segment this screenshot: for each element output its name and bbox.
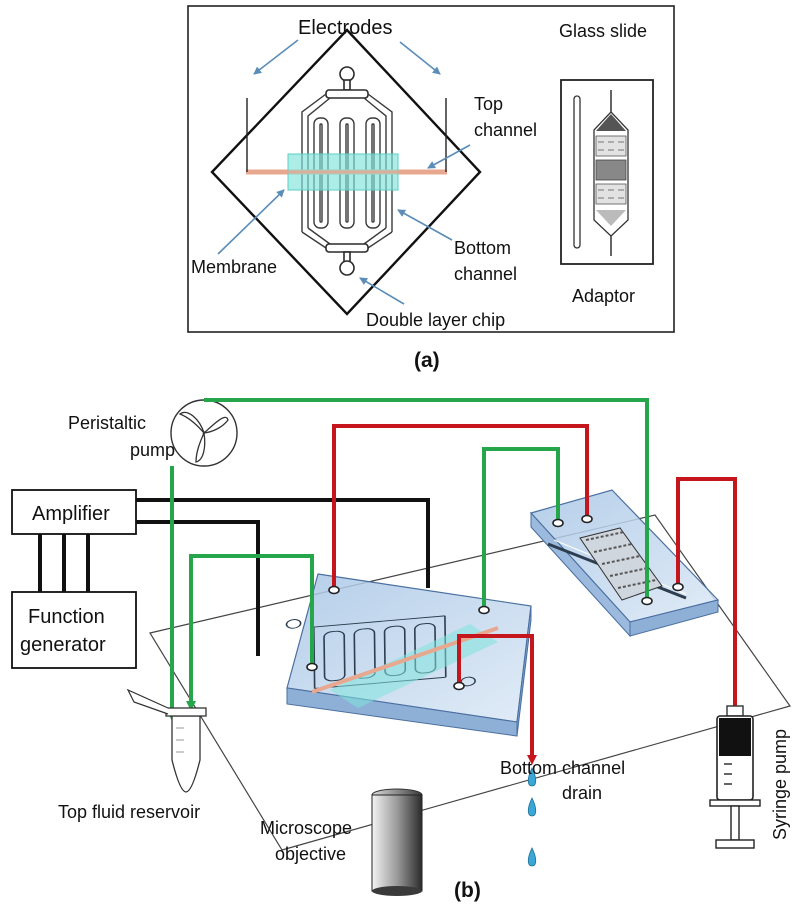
green-chip-to-adaptor	[482, 447, 560, 609]
label-function-generator-1: Function	[28, 606, 105, 628]
peristaltic-pump	[170, 399, 238, 467]
label-double-layer-chip: Double layer chip	[366, 310, 505, 330]
caption-b: (b)	[454, 879, 481, 902]
label-bottom-channel-2: channel	[454, 264, 517, 284]
main-chip	[285, 573, 532, 737]
panel-a: Electrodes Glass slide Top channel Membr…	[187, 5, 675, 372]
label-bottom-channel-drain-2: drain	[562, 783, 602, 803]
label-top-channel-2: channel	[474, 120, 537, 140]
adaptor-drawing	[560, 79, 654, 265]
glass-plate	[149, 514, 791, 851]
red-chip-to-drain	[457, 634, 537, 765]
arrow-top-channel	[427, 144, 471, 169]
label-microscope-objective-2: objective	[275, 844, 346, 864]
microscope-objective	[371, 788, 423, 896]
red-adaptor-to-syringe	[676, 477, 737, 706]
label-peristaltic-pump-2: pump	[130, 440, 175, 460]
label-membrane: Membrane	[191, 257, 277, 277]
label-adaptor: Adaptor	[572, 286, 635, 306]
function-generator-box	[11, 591, 137, 669]
label-microscope-objective-1: Microscope	[260, 818, 352, 838]
channel-network	[301, 66, 393, 276]
top-fluid-reservoir-tube	[126, 688, 207, 793]
label-electrodes: Electrodes	[298, 17, 393, 39]
drain-droplets	[527, 767, 537, 867]
green-pump-to-adaptor	[204, 398, 649, 600]
ports	[306, 514, 684, 691]
label-top-fluid-reservoir: Top fluid reservoir	[58, 802, 200, 822]
label-bottom-channel-1: Bottom	[454, 238, 511, 258]
caption-a: (a)	[414, 349, 440, 372]
arrow-bottom-channel	[397, 209, 453, 241]
arrow-electrodes-right	[399, 41, 441, 75]
label-bottom-channel-drain-1: Bottom channel	[500, 758, 625, 778]
label-glass-slide: Glass slide	[559, 21, 647, 41]
arrow-electrodes-left	[253, 39, 299, 75]
label-function-generator-2: generator	[20, 634, 106, 656]
arrow-membrane	[217, 189, 285, 255]
label-peristaltic-pump-1: Peristaltic	[68, 413, 146, 433]
label-syringe-pump: Syringe pump	[770, 729, 790, 840]
syringe	[709, 705, 761, 849]
wire-amplifier-lower	[136, 520, 260, 656]
panel-b: Peristaltic pump Amplifier Function gene…	[11, 398, 791, 902]
wire-amplifier-upper	[136, 498, 430, 588]
label-amplifier: Amplifier	[32, 503, 110, 525]
label-top-channel-1: Top	[474, 94, 503, 114]
red-chip-to-adaptor	[332, 424, 589, 588]
arrow-double-layer	[359, 277, 405, 305]
adaptor-3d	[529, 489, 720, 638]
amplifier-box	[11, 489, 137, 535]
green-chip-to-reservoir	[186, 554, 314, 711]
